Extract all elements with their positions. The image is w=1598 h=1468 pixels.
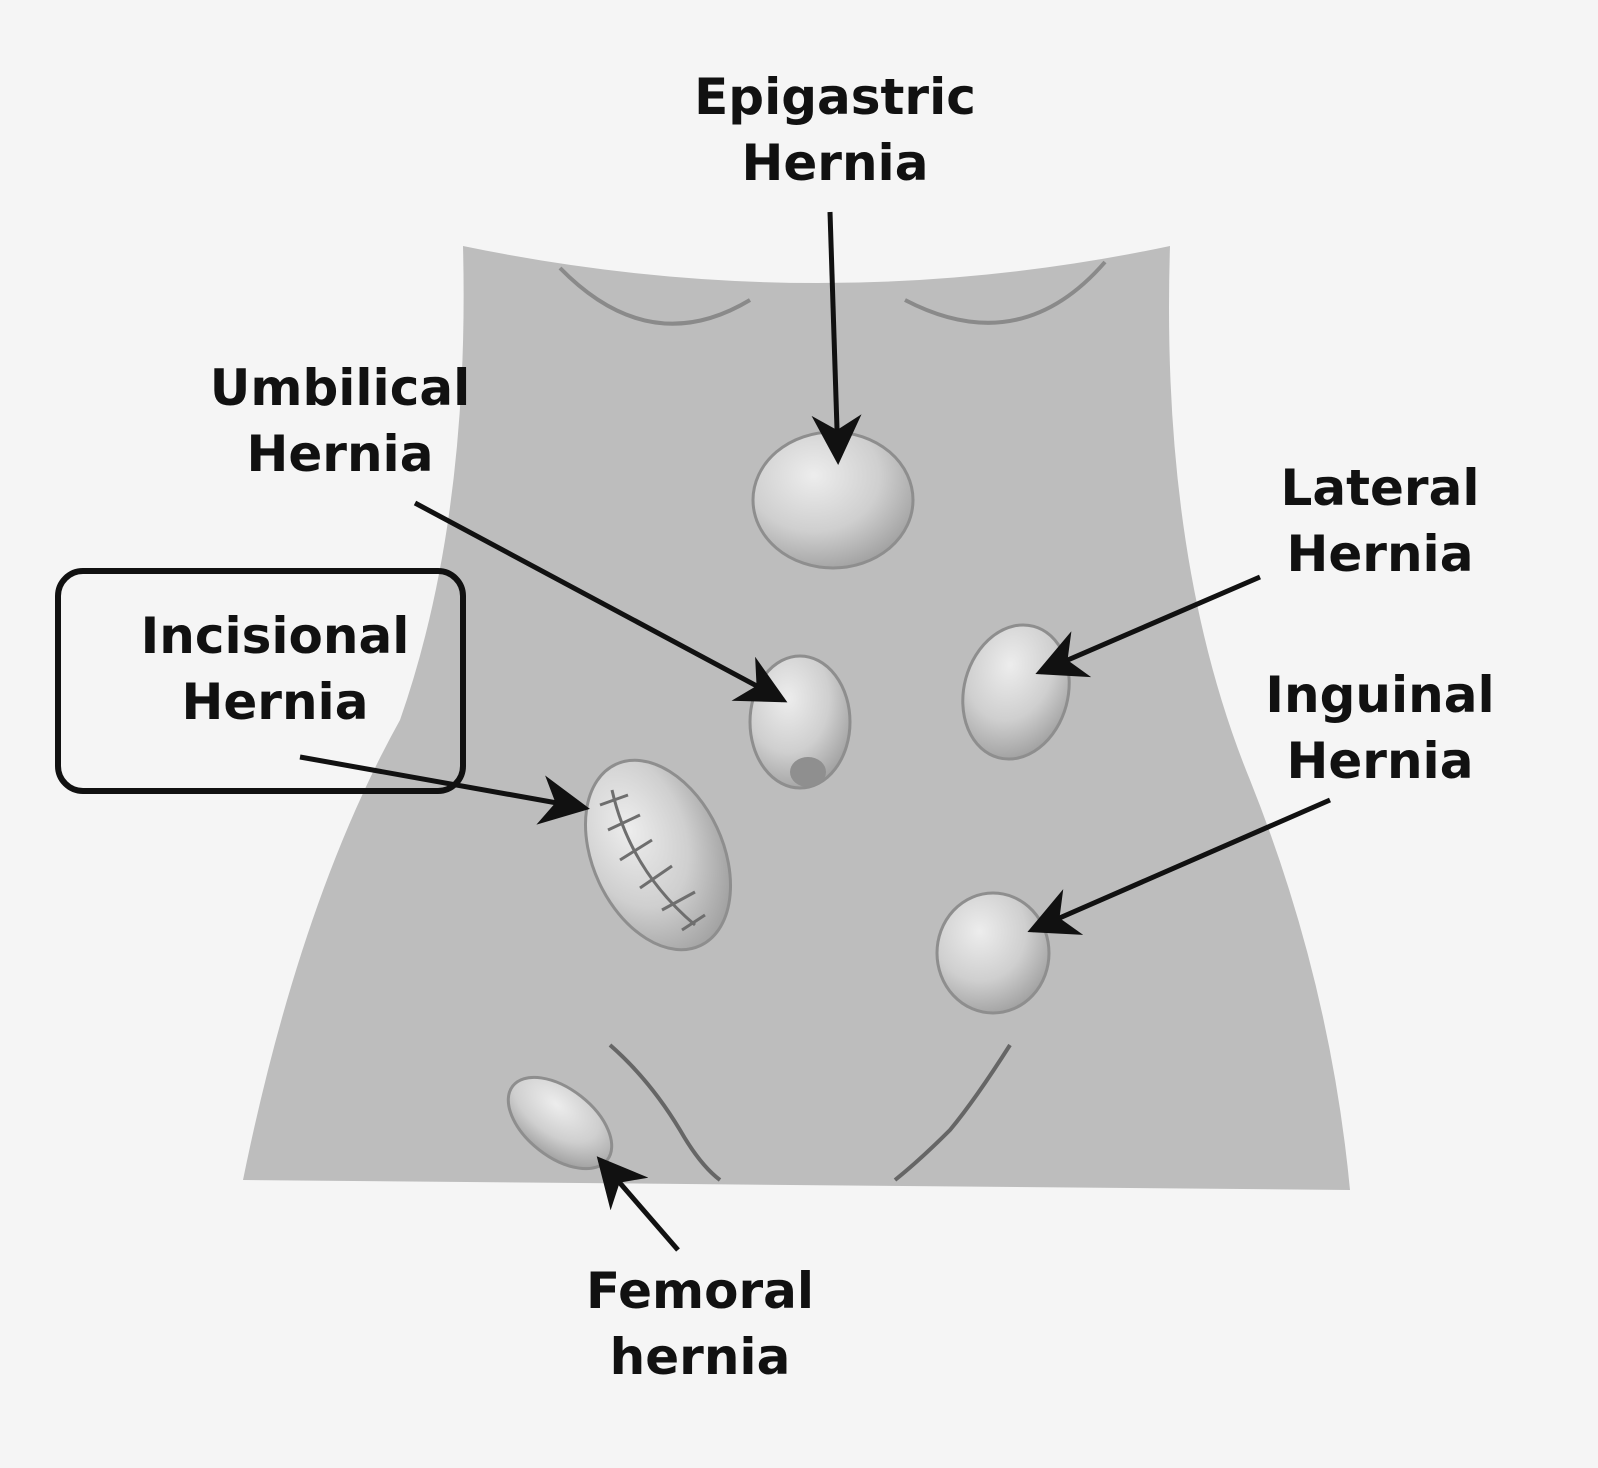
umbilical-arrow bbox=[413, 500, 788, 703]
femoral-arrow bbox=[596, 1156, 680, 1252]
umbilical-label-line1: Umbilical bbox=[209, 359, 471, 417]
inguinal-label: Inguinal Hernia bbox=[1215, 662, 1545, 794]
lateral-label-line2: Hernia bbox=[1286, 525, 1474, 583]
groin-line-left bbox=[608, 1043, 722, 1182]
epigastric-label: Epigastric Hernia bbox=[640, 64, 1030, 196]
umbilical-label: Umbilical Hernia bbox=[160, 355, 520, 487]
incisional-bulge bbox=[583, 758, 733, 952]
inguinal-arrow bbox=[1027, 797, 1331, 935]
femoral-label: Femoral hernia bbox=[520, 1258, 880, 1390]
femoral-label-line2: hernia bbox=[609, 1328, 791, 1386]
incisional-label-line1: Incisional bbox=[140, 607, 410, 665]
lateral-label-line1: Lateral bbox=[1280, 459, 1480, 517]
chest-line-right bbox=[904, 260, 1107, 325]
inguinal-label-line2: Hernia bbox=[1286, 732, 1474, 790]
epigastric-label-line1: Epigastric bbox=[694, 68, 976, 126]
incisional-label-line2: Hernia bbox=[181, 673, 369, 731]
epigastric-label-line2: Hernia bbox=[741, 134, 929, 192]
lateral-label: Lateral Hernia bbox=[1215, 455, 1545, 587]
groin-line-right bbox=[893, 1043, 1012, 1182]
femoral-label-line1: Femoral bbox=[585, 1262, 815, 1320]
lateral-arrow bbox=[1035, 574, 1261, 678]
inguinal-bulge bbox=[935, 891, 1051, 1015]
umbilical-label-line2: Hernia bbox=[246, 425, 434, 483]
inguinal-label-line1: Inguinal bbox=[1265, 666, 1495, 724]
chest-line-left bbox=[558, 266, 752, 326]
epigastric-bulge bbox=[751, 430, 915, 570]
incisional-label: Incisional Hernia bbox=[95, 603, 455, 735]
incision-stitches bbox=[599, 789, 706, 932]
epigastric-arrow bbox=[811, 211, 862, 465]
incisional-highlight-box bbox=[55, 568, 466, 794]
umbilicus-dot bbox=[790, 757, 826, 787]
